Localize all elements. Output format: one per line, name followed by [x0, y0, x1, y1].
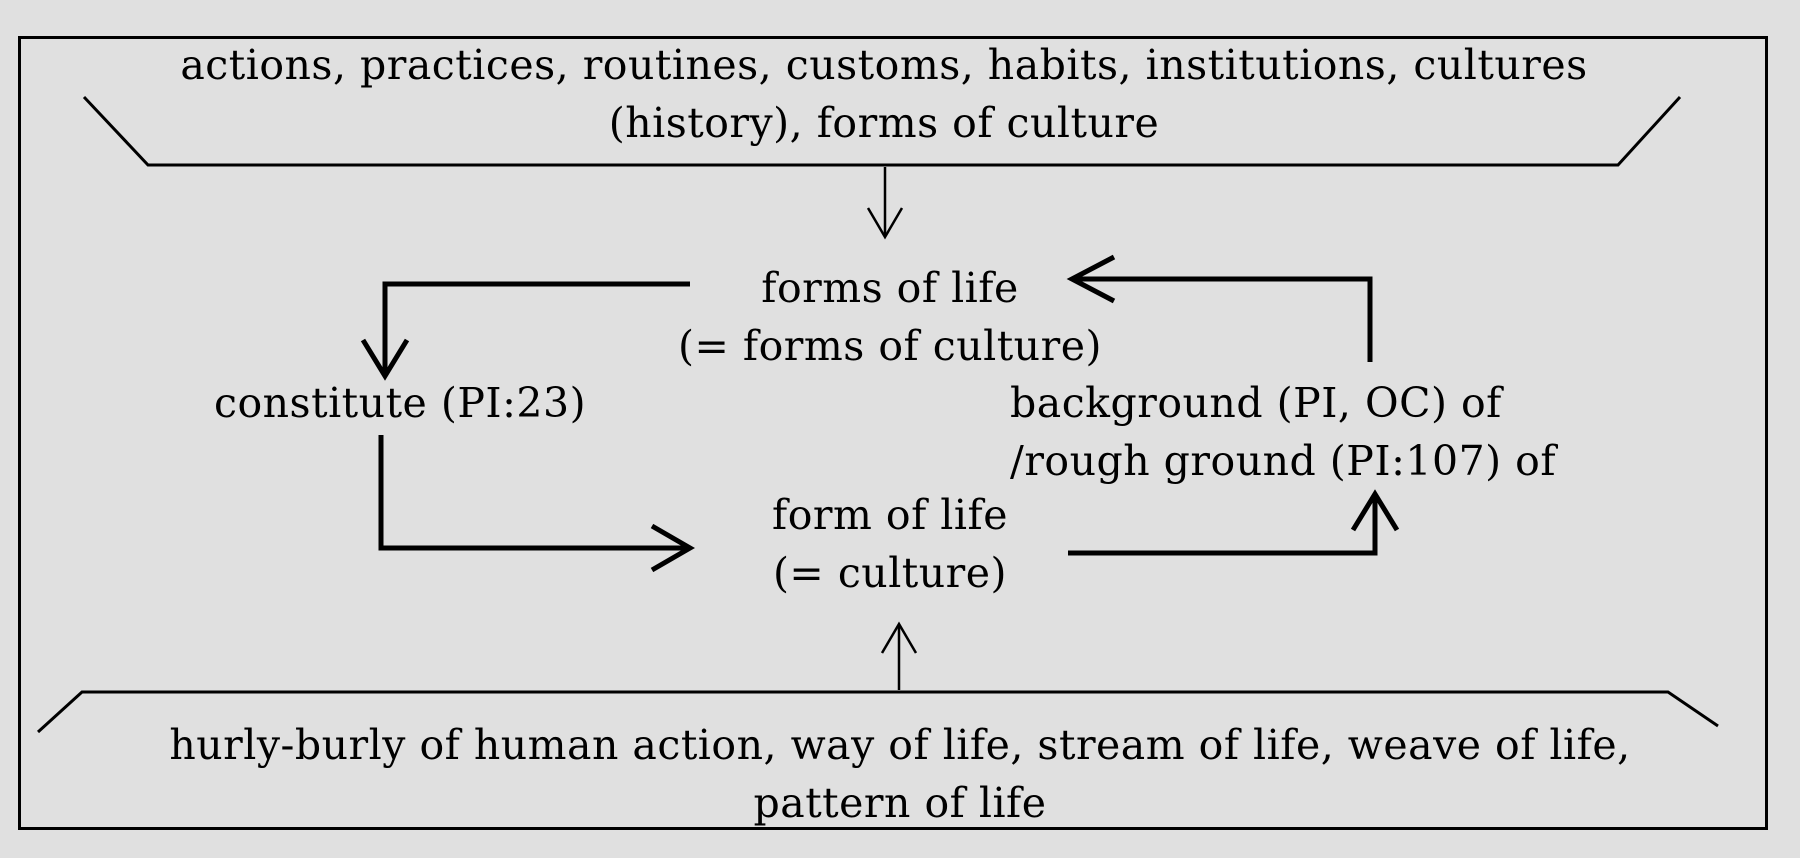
top-banner-text: actions, practices, routines, customs, h…: [84, 36, 1684, 152]
bottom-banner-text: hurly-burly of human action, way of life…: [40, 716, 1760, 832]
forms-to-constitute-arrow-shaft: [382, 281, 690, 372]
form-of-life-gloss: (= culture): [772, 549, 1008, 597]
form-of-life-label: form of life: [772, 491, 1008, 539]
forms-of-life-node: forms of life (= forms of culture): [590, 259, 1190, 375]
bottom-banner-bracket: [36, 690, 1719, 734]
constitute-to-form-arrow-shaft: [378, 435, 690, 551]
background-to-forms-arrow-shaft: [1072, 276, 1373, 362]
bottom-banner-line-1: hurly-burly of human action, way of life…: [169, 721, 1631, 769]
rough-ground-label: /rough ground (PI:107) of: [1010, 437, 1557, 485]
form-to-background-arrow-shaft: [1068, 494, 1378, 556]
top-banner-line-2: (history), forms of culture: [608, 99, 1160, 147]
forms-of-life-gloss: (= forms of culture): [678, 322, 1102, 370]
form-to-background-arrow-head: [1350, 489, 1400, 532]
top-banner-line-1: actions, practices, routines, customs, h…: [180, 41, 1588, 89]
forms-of-life-label: forms of life: [761, 264, 1019, 312]
background-node: background (PI, OC) of /rough ground (PI…: [1010, 374, 1556, 490]
forms-to-constitute-arrow-head: [360, 338, 410, 381]
background-label: background (PI, OC) of: [1010, 379, 1502, 427]
constitute-to-form-arrow-head: [650, 523, 695, 573]
bottom-banner-line-2: pattern of life: [753, 779, 1047, 827]
form-of-life-node: form of life (= culture): [690, 486, 1090, 602]
diagram-frame: [18, 36, 1768, 830]
constitute-label: constitute (PI:23): [214, 379, 587, 427]
bottom-up-arrow-head: [880, 621, 918, 654]
top-down-arrow-head: [866, 207, 904, 240]
top-banner-bracket: [82, 95, 1682, 167]
background-to-forms-arrow-head: [1066, 254, 1116, 304]
